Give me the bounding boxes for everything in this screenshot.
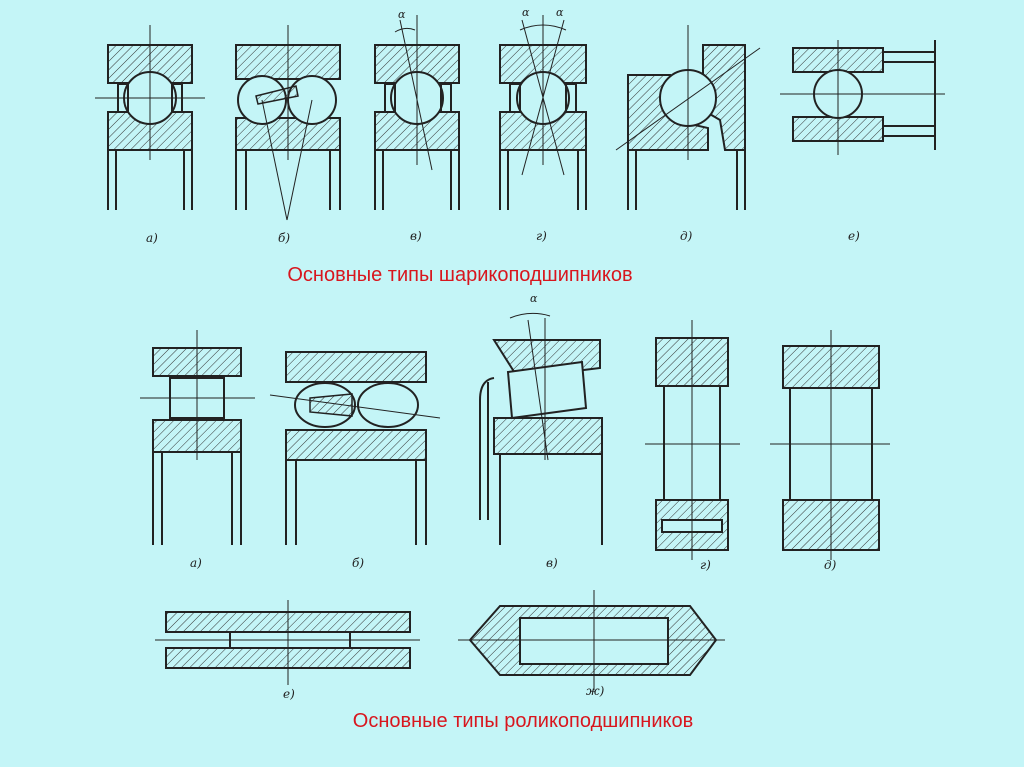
- ball-bearing-v: [374, 15, 460, 210]
- roller-bearing-e: [155, 600, 420, 685]
- angle-symbol-g-right: α: [556, 6, 564, 19]
- angle-symbol-v: α: [398, 8, 406, 21]
- roller-bearing-b: [269, 351, 441, 545]
- roller-label-b: б): [352, 556, 364, 570]
- roller-bearing-v: [479, 312, 603, 545]
- roller-bearings-caption: Основные типы роликоподшипников: [352, 710, 694, 732]
- ball-bearing-a: [95, 25, 205, 210]
- ball-bearings-caption: Основные типы шарикоподшипников: [287, 264, 633, 286]
- roller-bearing-a: [140, 330, 255, 545]
- ball-label-e: е): [848, 229, 860, 243]
- roller-label-v: в): [546, 556, 558, 570]
- ball-label-b: б): [278, 231, 290, 245]
- roller-bearing-zh: [458, 590, 725, 690]
- ball-label-a: а): [146, 231, 158, 245]
- ball-label-g: г): [536, 229, 547, 243]
- roller-label-g: г): [700, 558, 711, 572]
- ball-label-d: д): [680, 229, 693, 243]
- roller-label-a: а): [190, 556, 202, 570]
- roller-bearing-g: [645, 320, 740, 560]
- ball-bearing-g: [499, 15, 587, 210]
- ball-bearing-b: [235, 25, 341, 221]
- ball-bearing-d: [615, 25, 761, 210]
- ball-label-v: в): [410, 229, 422, 243]
- angle-symbol-roller-v: α: [530, 292, 538, 305]
- roller-bearing-d: [770, 330, 890, 560]
- roller-label-d: д): [824, 558, 837, 572]
- roller-label-e: е): [283, 687, 295, 701]
- ball-bearing-e: [780, 40, 945, 155]
- roller-label-zh: ж): [586, 684, 605, 698]
- angle-symbol-g-left: α: [522, 6, 530, 19]
